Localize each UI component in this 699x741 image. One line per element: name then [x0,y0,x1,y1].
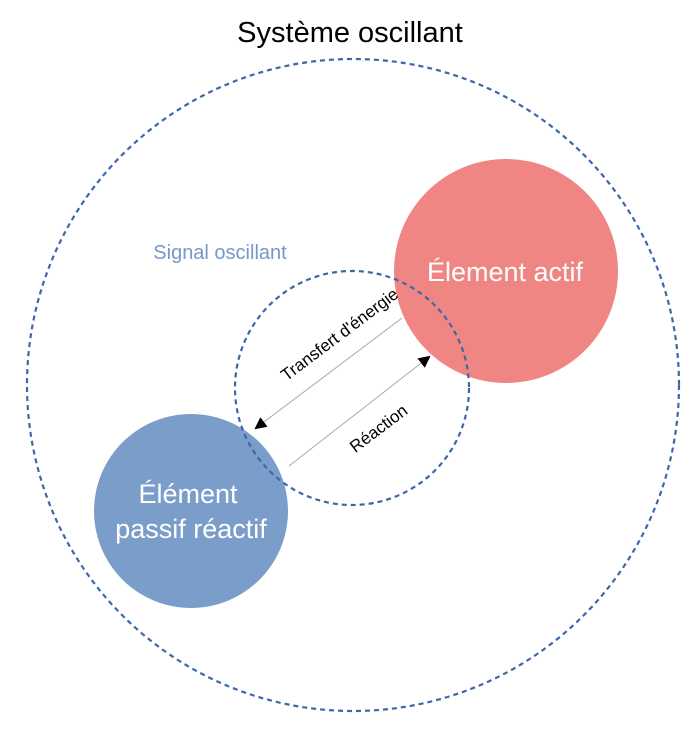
active-element-circle [394,159,618,383]
energy-transfer-arrow [254,317,403,430]
passive-element-label-line1: Élément [138,479,238,509]
reaction-arrow [288,355,431,467]
signal-label: Signal oscillant [153,242,287,264]
signal-circle [233,269,471,507]
diagram-title: Système oscillant [237,17,463,49]
passive-element-circle [94,414,288,608]
energy-transfer-label: Transfert d'énergie [277,284,401,384]
active-element-label: Élement actif [427,257,584,287]
passive-element-label-line2: passif réactif [115,514,267,544]
system-boundary-circle [25,57,681,713]
reaction-label: Réaction [346,401,411,457]
